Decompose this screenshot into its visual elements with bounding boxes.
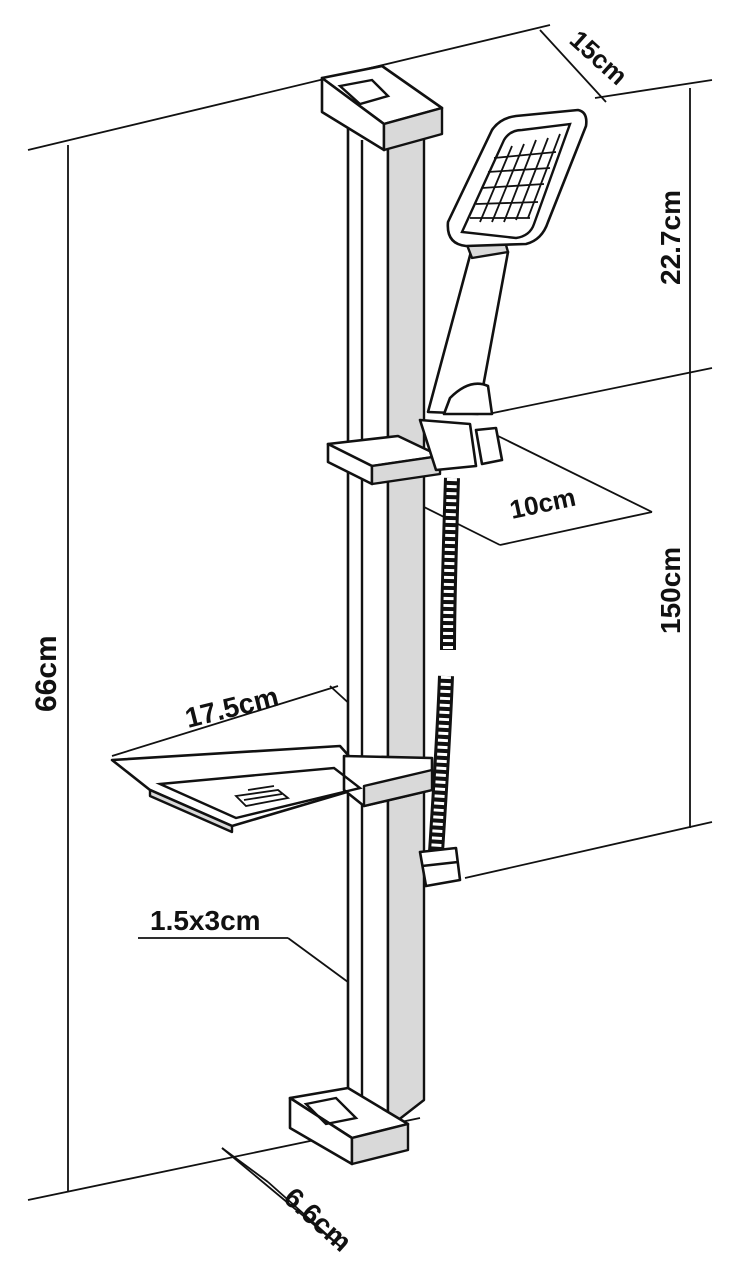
- shower-hose: [418, 477, 462, 888]
- label-bracket-depth: 6.6cm: [278, 1181, 358, 1257]
- label-shelf-width: 17.5cm: [182, 681, 282, 734]
- top-wall-bracket: [320, 64, 444, 152]
- soap-shelf: [110, 744, 434, 834]
- label-rail-section: 1.5x3cm: [150, 905, 261, 936]
- bottom-wall-bracket: [288, 1086, 410, 1166]
- spray-face-nozzles: [470, 133, 561, 223]
- handset-holder: [326, 418, 504, 486]
- hand-shower: [426, 108, 588, 416]
- label-slide-span: 150cm: [655, 547, 686, 634]
- label-height-total: 66cm: [30, 635, 63, 712]
- slide-rail: [346, 102, 426, 1130]
- label-handset-length: 22.7cm: [655, 190, 686, 285]
- label-holder-offset: 10cm: [507, 482, 578, 525]
- label-depth-top: 15cm: [564, 24, 633, 91]
